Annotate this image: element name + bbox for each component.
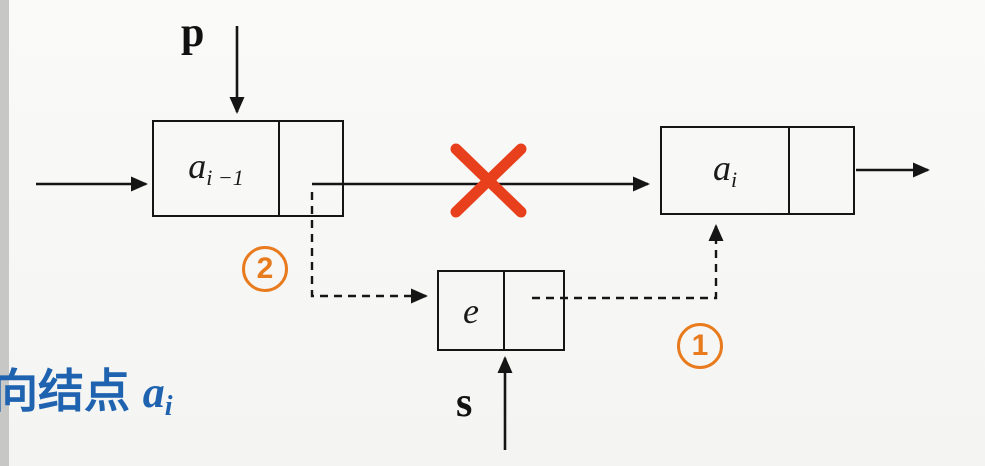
node-new: e [437, 270, 565, 351]
node-prev-label: ai −1 [188, 146, 244, 190]
node-prev-pointer-cell [280, 122, 342, 215]
step1-badge: 1 [677, 323, 723, 369]
node-new-data-cell: e [439, 272, 505, 349]
node-next-label: ai [712, 148, 738, 192]
node-prev: ai −1 [152, 120, 344, 217]
caption-text: 向结点 ai [0, 366, 173, 423]
node-next: ai [660, 126, 855, 215]
pointer-s-label: s [456, 380, 473, 426]
node-new-label: e [463, 290, 479, 331]
left-edge-strip [0, 0, 9, 466]
step2-dashed-arrow [310, 192, 428, 304]
caption-variable: ai [142, 368, 173, 422]
step2-badge: 2 [242, 246, 288, 292]
caption-cjk: 向结点 [0, 365, 143, 417]
pointer-p-label: p [181, 10, 205, 56]
node-new-pointer-cell [505, 272, 563, 349]
cross-out-x-icon [450, 143, 527, 218]
node-next-data-cell: ai [662, 128, 790, 213]
node-next-pointer-cell [790, 128, 853, 213]
step1-dashed-arrow [532, 224, 724, 300]
node-prev-data-cell: ai −1 [154, 122, 280, 215]
